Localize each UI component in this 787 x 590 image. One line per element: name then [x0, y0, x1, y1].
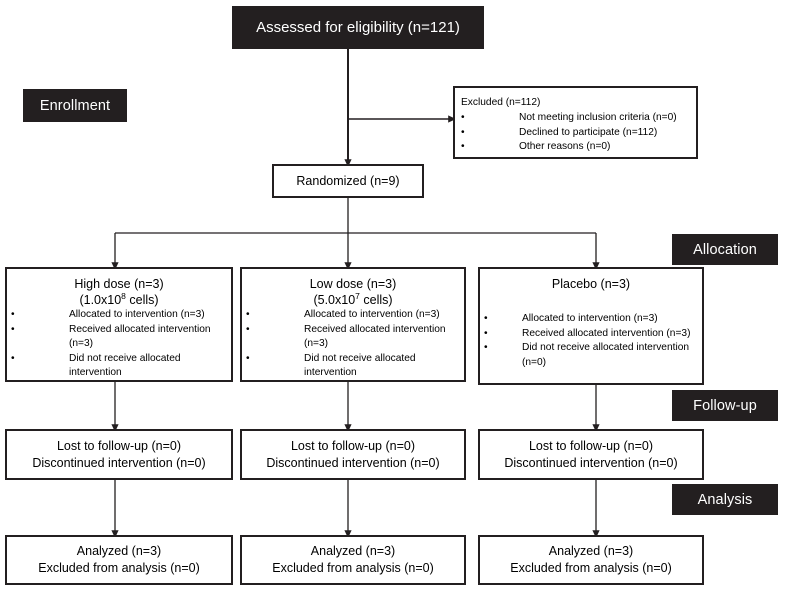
list-item: • Allocated to intervention (n=3) [11, 308, 227, 323]
list-item-label: Did not receive allocated intervention [304, 352, 416, 379]
node-allocation-high-dose-subtitle: (1.0x108 cells) [11, 292, 227, 308]
list-item-label: Allocated to intervention (n=3) [522, 313, 658, 324]
bullet-icon: • [246, 323, 250, 335]
bullet-icon: • [461, 112, 465, 123]
list-item: • Declined to participate (n=112) [461, 126, 690, 141]
node-analysis-placebo: Analyzed (n=3) Excluded from analysis (n… [478, 535, 704, 585]
node-allocation-high-dose: High dose (n=3) (1.0x108 cells) • Alloca… [5, 267, 233, 382]
list-item: • Received allocated intervention (n=3) [11, 323, 227, 352]
node-allocation-placebo-title: Placebo (n=3) [551, 277, 631, 291]
stage-label-analysis-text: Analysis [697, 491, 753, 508]
node-allocation-high-dose-title: High dose (n=3) [74, 277, 164, 291]
subtitle-pre: (1.0x10 [79, 293, 122, 307]
list-item: • Received allocated intervention (n=3) [246, 323, 460, 352]
node-allocation-placebo-list: • Allocated to intervention (n=3) • Rece… [484, 312, 698, 370]
node-analysis-placebo-line2: Excluded from analysis (n=0) [510, 561, 672, 575]
node-analysis-high-dose: Analyzed (n=3) Excluded from analysis (n… [5, 535, 233, 585]
subtitle-pre: (5.0x10 [313, 293, 356, 307]
list-item-label: Did not receive allocated intervention [69, 352, 181, 379]
node-analysis-low-dose: Analyzed (n=3) Excluded from analysis (n… [240, 535, 466, 585]
list-item: • Did not receive allocated intervention [246, 352, 460, 381]
stage-label-allocation: Allocation [672, 234, 778, 265]
list-item: • Received allocated intervention (n=3) [484, 327, 698, 342]
node-assessed-for-eligibility-text: Assessed for eligibility (n=121) [256, 19, 460, 36]
node-randomized: Randomized (n=9) [272, 164, 424, 198]
list-item-label: Received allocated intervention (n=3) [522, 327, 691, 339]
node-analysis-placebo-line1: Analyzed (n=3) [548, 544, 634, 558]
bullet-icon: • [484, 342, 488, 353]
node-analysis-high-dose-line2: Excluded from analysis (n=0) [38, 561, 200, 575]
list-item: • Did not receive allocated intervention [11, 352, 227, 381]
node-allocation-placebo: Placebo (n=3) • Allocated to interventio… [478, 267, 704, 385]
bullet-icon: • [484, 313, 488, 324]
list-item-label: Allocated to intervention (n=3) [304, 309, 440, 320]
list-item: • Allocated to intervention (n=3) [246, 308, 460, 323]
node-followup-low-dose-line1: Lost to follow-up (n=0) [290, 438, 416, 453]
node-allocation-low-dose-title: Low dose (n=3) [309, 277, 397, 291]
node-followup-low-dose: Lost to follow-up (n=0) Discontinued int… [240, 429, 466, 480]
node-allocation-high-dose-list: • Allocated to intervention (n=3) • Rece… [11, 308, 227, 381]
subtitle-exponent: 7 [355, 290, 360, 301]
stage-label-followup-text: Follow-up [693, 397, 757, 414]
list-item-label: Received allocated intervention (n=3) [69, 323, 211, 350]
node-allocation-low-dose-list: • Allocated to intervention (n=3) • Rece… [246, 308, 460, 381]
node-allocation-low-dose-subtitle: (5.0x107 cells) [246, 292, 460, 308]
node-analysis-low-dose-line2: Excluded from analysis (n=0) [272, 561, 434, 575]
list-item: • Did not receive allocated intervention… [484, 341, 698, 370]
bullet-icon: • [11, 352, 15, 364]
stage-label-enrollment-text: Enrollment [39, 97, 111, 114]
bullet-icon: • [11, 323, 15, 335]
node-followup-high-dose-line1: Lost to follow-up (n=0) [56, 438, 182, 453]
node-allocation-low-dose: Low dose (n=3) (5.0x107 cells) • Allocat… [240, 267, 466, 382]
bullet-icon: • [461, 141, 465, 152]
bullet-icon: • [11, 309, 15, 320]
list-item-label: Not meeting inclusion criteria (n=0) [519, 112, 677, 123]
subtitle-post: cells) [125, 293, 159, 307]
node-randomized-text: Randomized (n=9) [296, 173, 400, 188]
node-followup-placebo: Lost to follow-up (n=0) Discontinued int… [478, 429, 704, 480]
node-excluded: Excluded (n=112) • Not meeting inclusion… [453, 86, 698, 159]
list-item-label: Did not receive allocated intervention (… [522, 342, 690, 368]
node-followup-low-dose-line2: Discontinued intervention (n=0) [266, 455, 440, 470]
node-excluded-heading: Excluded (n=112) [461, 97, 541, 108]
node-followup-placebo-line1: Lost to follow-up (n=0) [528, 438, 654, 453]
stage-label-enrollment: Enrollment [23, 89, 127, 122]
stage-label-followup: Follow-up [672, 390, 778, 421]
node-followup-high-dose-line2: Discontinued intervention (n=0) [32, 455, 206, 470]
subtitle-exponent: 8 [121, 290, 126, 301]
node-followup-placebo-line2: Discontinued intervention (n=0) [504, 455, 678, 470]
node-analysis-high-dose-line1: Analyzed (n=3) [76, 544, 162, 558]
list-item-label: Allocated to intervention (n=3) [69, 309, 205, 320]
bullet-icon: • [246, 309, 250, 320]
list-item: • Not meeting inclusion criteria (n=0) [461, 111, 690, 126]
list-item: • Other reasons (n=0) [461, 140, 690, 155]
subtitle-post: cells) [359, 293, 393, 307]
node-analysis-low-dose-line1: Analyzed (n=3) [310, 544, 396, 558]
node-assessed-for-eligibility: Assessed for eligibility (n=121) [232, 6, 484, 49]
bullet-icon: • [484, 327, 488, 339]
node-excluded-reason-list: • Not meeting inclusion criteria (n=0) •… [461, 111, 690, 155]
stage-label-analysis: Analysis [672, 484, 778, 515]
bullet-icon: • [461, 126, 465, 138]
stage-label-allocation-text: Allocation [693, 241, 757, 258]
list-item-label: Other reasons (n=0) [519, 141, 611, 152]
list-item: • Allocated to intervention (n=3) [484, 312, 698, 327]
list-item-label: Received allocated intervention (n=3) [304, 323, 446, 350]
bullet-icon: • [246, 352, 250, 364]
list-item-label: Declined to participate (n=112) [519, 126, 658, 138]
node-followup-high-dose: Lost to follow-up (n=0) Discontinued int… [5, 429, 233, 480]
